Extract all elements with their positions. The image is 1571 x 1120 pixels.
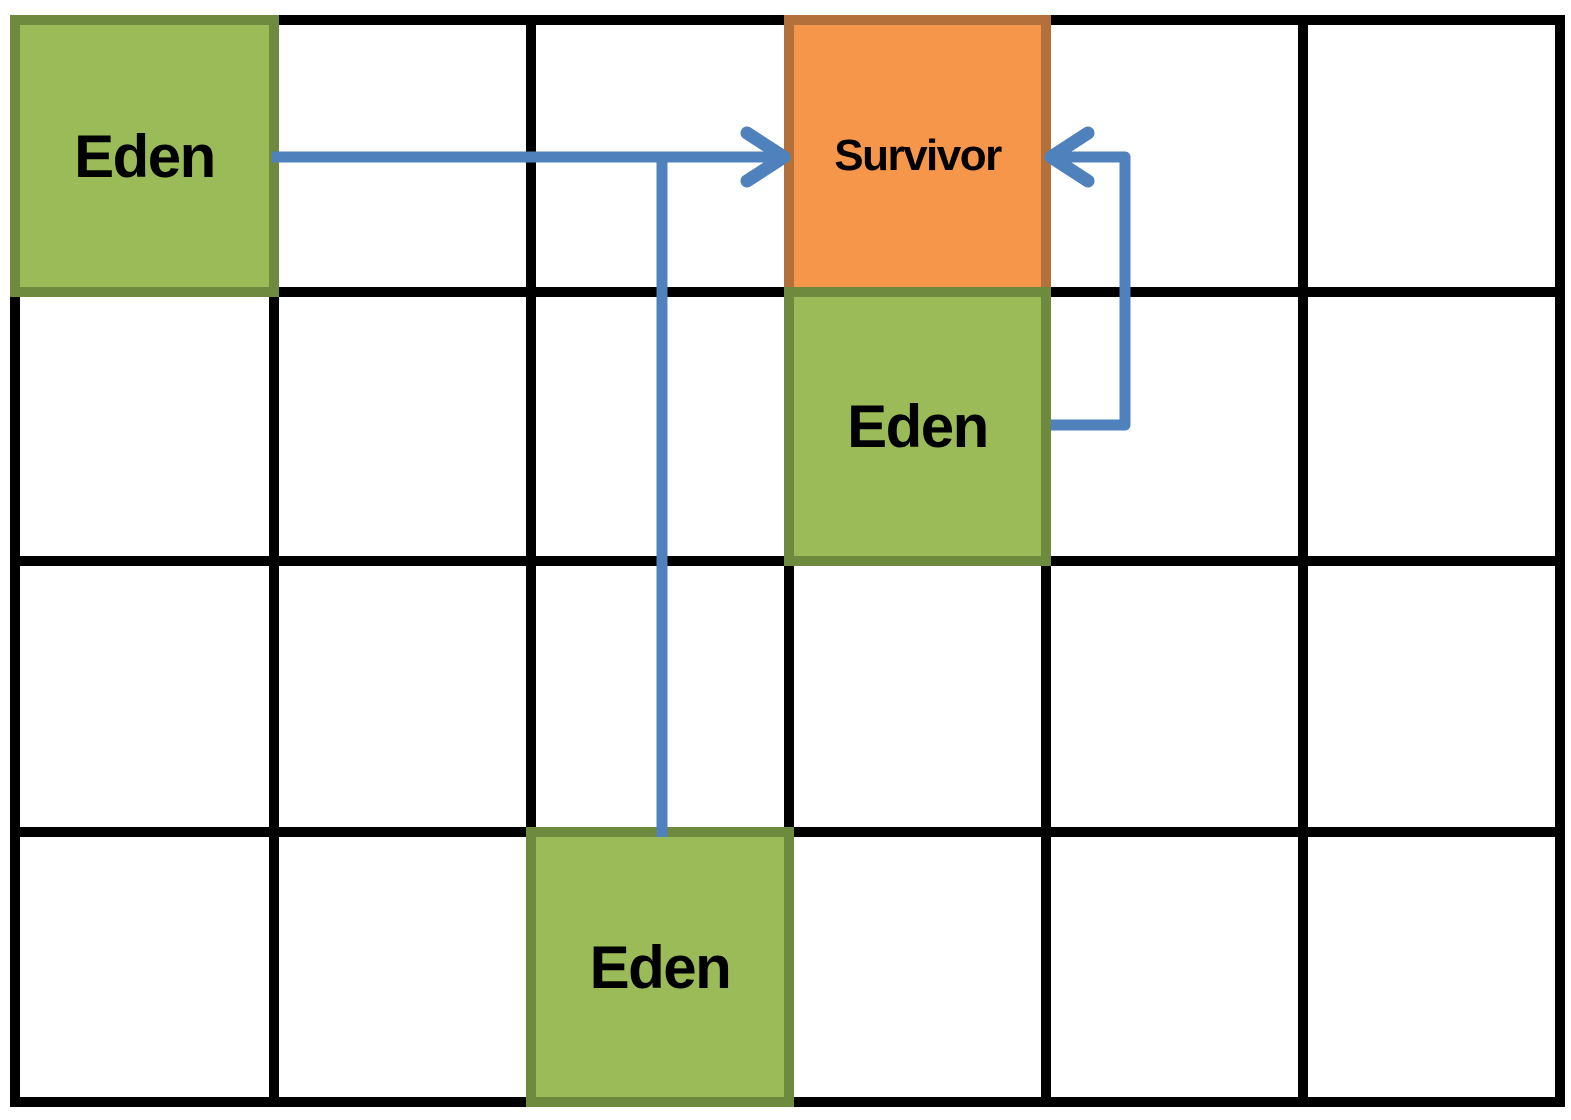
eden-middle-label: Eden	[847, 393, 989, 460]
eden-top-left-label: Eden	[74, 122, 216, 190]
eden-bottom-label: Eden	[589, 933, 732, 1001]
eden-box-top-left	[10, 15, 279, 297]
arrowhead-survivor-left-icon	[740, 126, 791, 188]
survivor-box	[784, 15, 1051, 297]
arrowhead-survivor-right-icon	[1044, 126, 1095, 188]
survivor-label: Survivor	[834, 131, 1002, 180]
eden-box-middle	[784, 287, 1051, 566]
arrow-eden-middle-to-survivor	[1051, 151, 1131, 431]
arrows	[272, 126, 1131, 837]
